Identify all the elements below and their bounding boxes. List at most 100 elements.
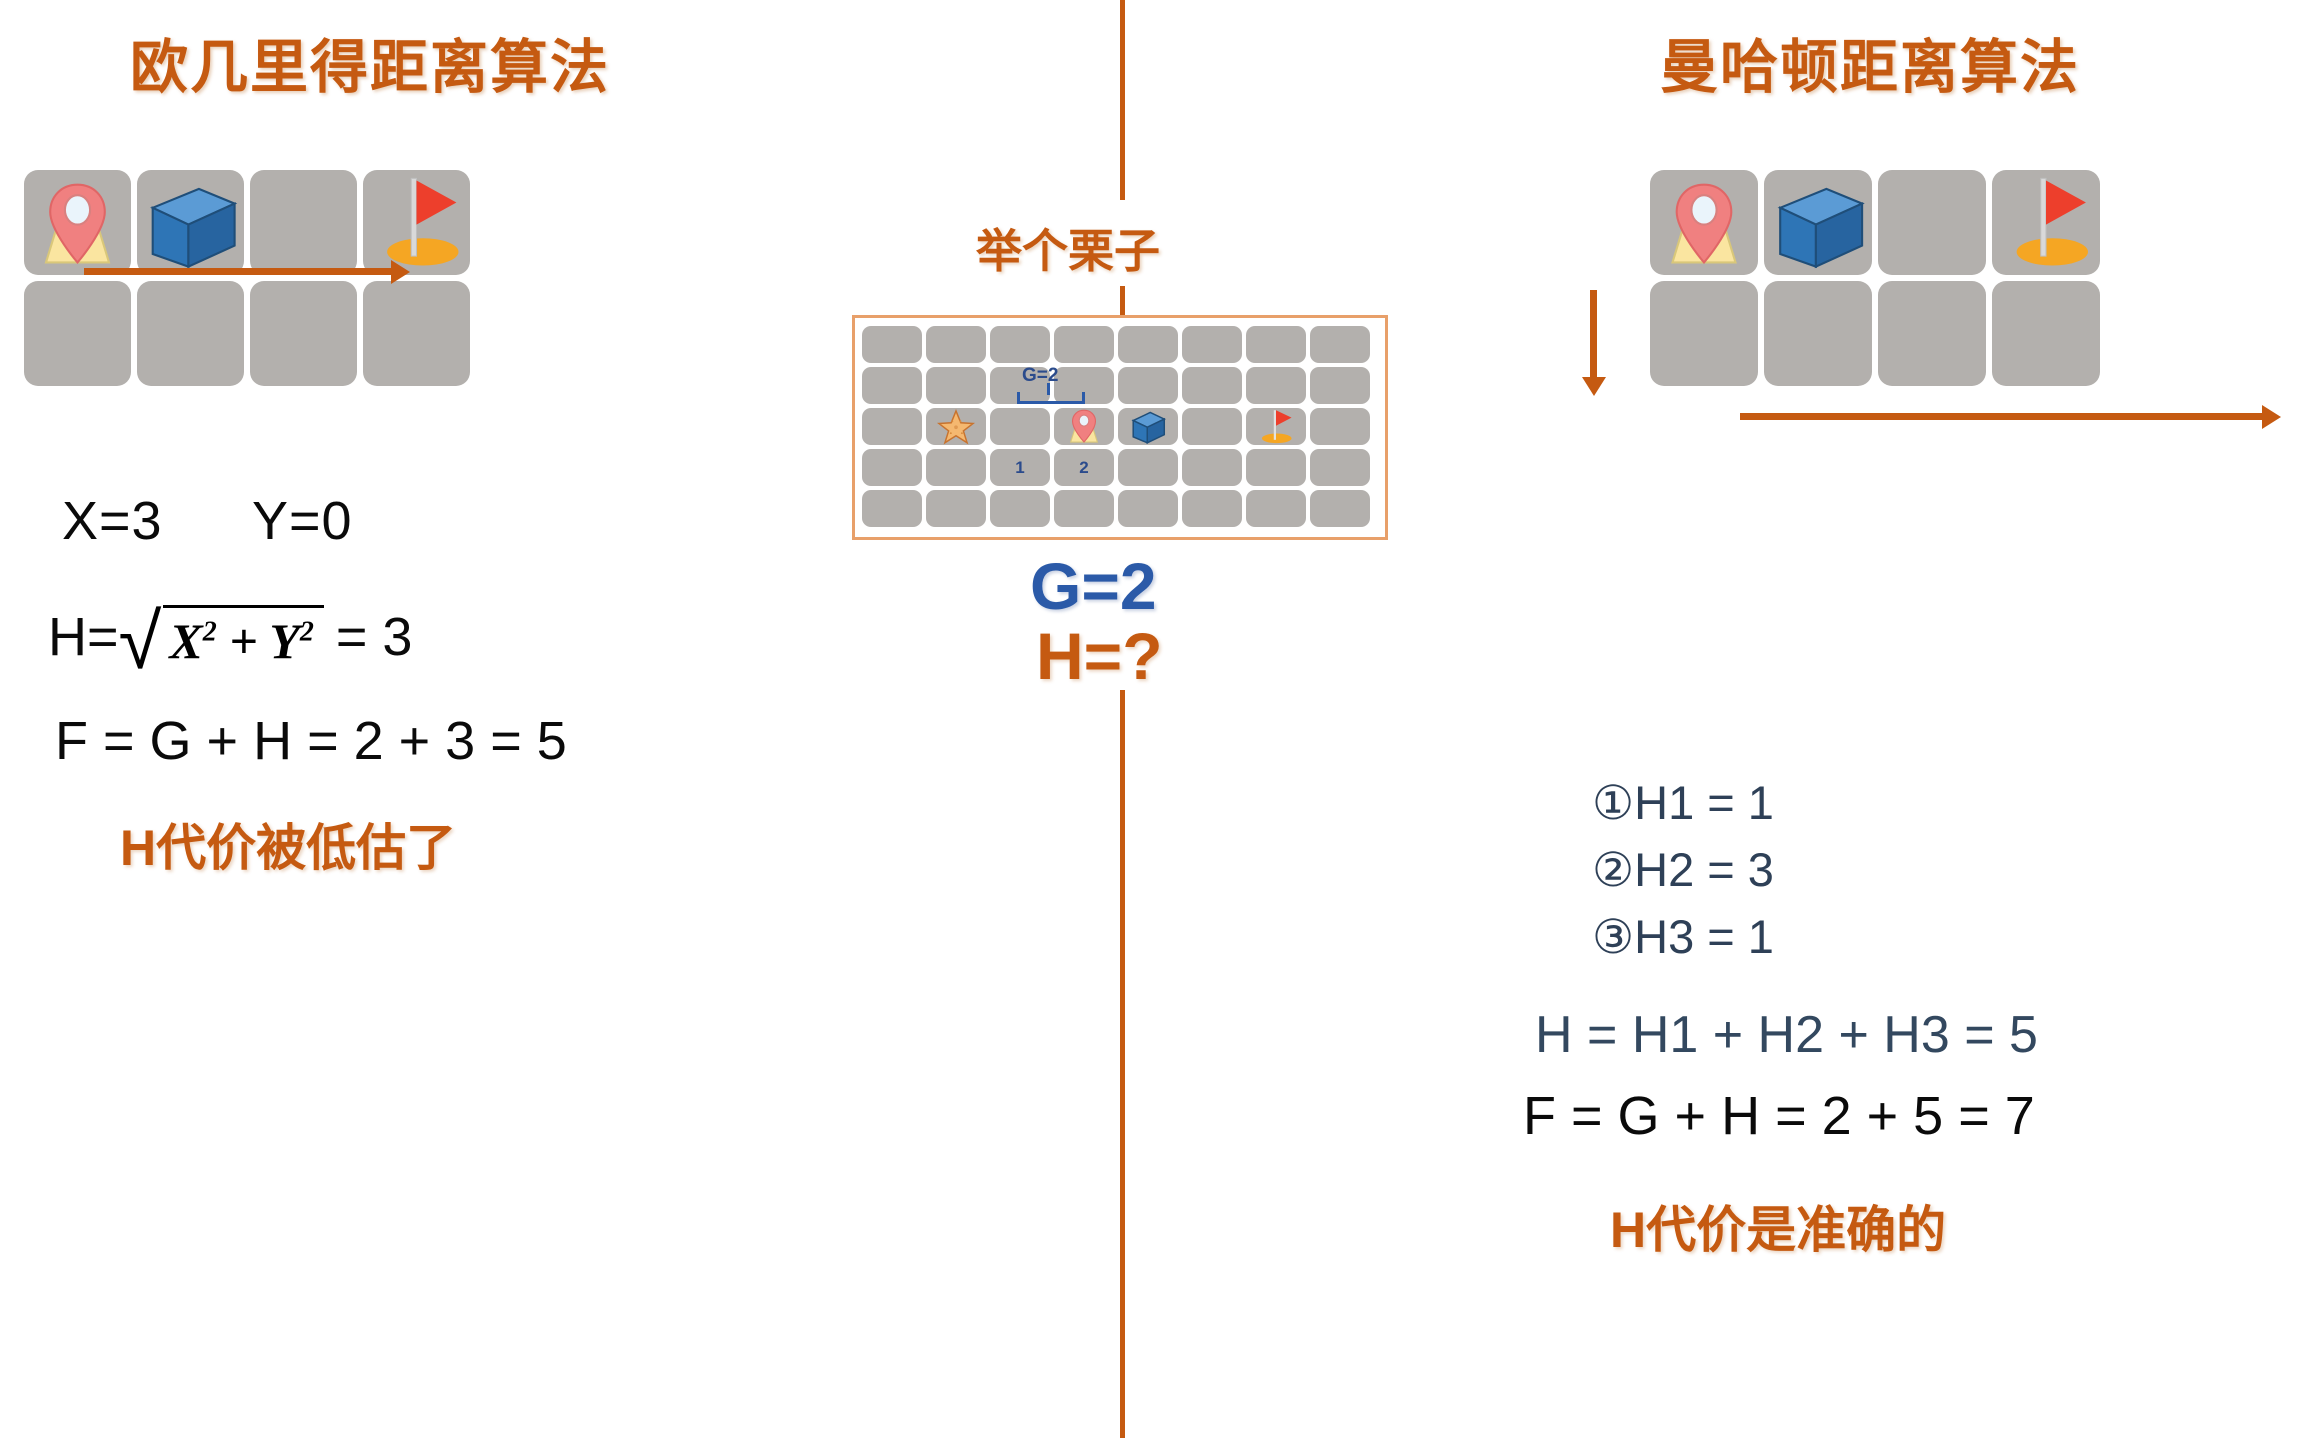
board-cell-3-2[interactable]: 1 (990, 449, 1050, 486)
right-conclusion: H代价是准确的 (1610, 1202, 1947, 1258)
goal-flag-icon (363, 170, 470, 275)
starfish-icon (926, 408, 986, 445)
board-cell-2-2[interactable] (990, 408, 1050, 445)
left-y-value: Y=0 (252, 491, 353, 551)
board-cell-2-3[interactable] (1054, 408, 1114, 445)
map-pin-icon (1650, 170, 1758, 275)
divider-bottom (1120, 690, 1125, 1438)
left-h-formula-lead: H= (48, 607, 119, 667)
left-cell-1-0[interactable] (24, 281, 131, 386)
board-row (862, 367, 1378, 404)
right-grid (1650, 170, 2100, 386)
board-cell-0-3[interactable] (1054, 326, 1114, 363)
right-h-step-3-text: H3 = 1 (1634, 910, 1774, 963)
board-cell-2-4[interactable] (1118, 408, 1178, 445)
board-cell-1-4[interactable] (1118, 367, 1178, 404)
board-cell-3-4[interactable] (1118, 449, 1178, 486)
left-h-formula-radicand: X2 + Y2 (163, 604, 324, 670)
brace-icon (1017, 392, 1085, 404)
right-cell-1-2[interactable] (1878, 281, 1986, 386)
left-h-formula-tail: = 3 (335, 607, 413, 667)
right-h-step-2-marker: ② (1592, 843, 1635, 896)
right-h-step-1-marker: ① (1592, 776, 1635, 829)
board-cell-1-1[interactable] (926, 367, 986, 404)
goal-flag-icon (1246, 408, 1306, 445)
board-cell-0-6[interactable] (1246, 326, 1306, 363)
board-cell-4-1[interactable] (926, 490, 986, 527)
board-cell-3-5[interactable] (1182, 449, 1242, 486)
board-cell-0-0[interactable] (862, 326, 922, 363)
board-cell-1-6[interactable] (1246, 367, 1306, 404)
board-cell-2-5[interactable] (1182, 408, 1242, 445)
board-cell-4-2[interactable] (990, 490, 1050, 527)
board-brace-label: G=2 (1022, 365, 1059, 386)
blue-cube-icon (1764, 170, 1872, 275)
board-cell-4-0[interactable] (862, 490, 922, 527)
board-row: 1 2 (862, 449, 1378, 486)
right-cell-0-3[interactable] (1992, 170, 2100, 275)
right-cell-0-2[interactable] (1878, 170, 1986, 275)
board-cell-0-5[interactable] (1182, 326, 1242, 363)
map-pin-icon (24, 170, 131, 275)
board-cell-4-7[interactable] (1310, 490, 1370, 527)
board-cell-4-6[interactable] (1246, 490, 1306, 527)
board-cell-3-3[interactable]: 2 (1054, 449, 1114, 486)
board-cell-4-5[interactable] (1182, 490, 1242, 527)
left-cell-1-2[interactable] (250, 281, 357, 386)
right-h-step-1-text: H1 = 1 (1634, 776, 1774, 829)
board-cell-2-7[interactable] (1310, 408, 1370, 445)
board-cell-0-7[interactable] (1310, 326, 1370, 363)
left-cell-0-0[interactable] (24, 170, 131, 275)
right-cell-0-0[interactable] (1650, 170, 1758, 275)
board-cell-0-1[interactable] (926, 326, 986, 363)
right-h-step-2: ②H2 = 3 (1592, 842, 1774, 898)
board-cell-3-7[interactable] (1310, 449, 1370, 486)
blue-cube-icon (1118, 408, 1178, 445)
board-cell-3-1[interactable] (926, 449, 986, 486)
center-label: 举个栗子 (976, 225, 1160, 277)
left-h-formula: H= √ X2 + Y2 = 3 (48, 598, 413, 680)
board-cell-0-4[interactable] (1118, 326, 1178, 363)
left-f-formula: F = G + H = 2 + 3 = 5 (55, 711, 567, 771)
left-horizontal-path-arrow (84, 268, 394, 275)
left-panel-title: 欧几里得距离算法 (130, 35, 611, 100)
right-cell-0-1[interactable] (1764, 170, 1872, 275)
left-cell-0-1[interactable] (137, 170, 244, 275)
right-cell-1-3[interactable] (1992, 281, 2100, 386)
board-cell-1-5[interactable] (1182, 367, 1242, 404)
board-row (862, 490, 1378, 527)
right-panel-title: 曼哈顿距离算法 (1660, 35, 2081, 100)
board-cell-1-2[interactable] (990, 367, 1050, 404)
board-step-number: 2 (1079, 457, 1089, 477)
board-cell-3-6[interactable] (1246, 449, 1306, 486)
right-vertical-path-arrow (1590, 290, 1597, 380)
board-row (862, 408, 1378, 445)
right-h-step-1: ①H1 = 1 (1592, 775, 1774, 831)
board-cell-4-4[interactable] (1118, 490, 1178, 527)
sqrt-icon: √ (118, 597, 162, 685)
left-conclusion: H代价被低估了 (120, 820, 457, 876)
board-cell-0-2[interactable] (990, 326, 1050, 363)
right-h-sum: H = H1 + H2 + H3 = 5 (1535, 1006, 2038, 1064)
left-cell-1-3[interactable] (363, 281, 470, 386)
left-cell-1-1[interactable] (137, 281, 244, 386)
center-h-value: H=? (1036, 619, 1163, 693)
divider-top (1120, 0, 1125, 200)
left-grid-row (24, 281, 470, 386)
board-cell-2-0[interactable] (862, 408, 922, 445)
right-h-step-3: ③H3 = 1 (1592, 909, 1774, 965)
board-cell-4-3[interactable] (1054, 490, 1114, 527)
center-g-value: G=2 (1030, 549, 1157, 623)
right-cell-1-0[interactable] (1650, 281, 1758, 386)
map-pin-icon (1054, 408, 1114, 445)
board-cell-2-6[interactable] (1246, 408, 1306, 445)
board-cell-1-7[interactable] (1310, 367, 1370, 404)
board-cell-3-0[interactable] (862, 449, 922, 486)
board-cell-1-0[interactable] (862, 367, 922, 404)
left-cell-0-2[interactable] (250, 170, 357, 275)
board-cell-2-1[interactable] (926, 408, 986, 445)
right-cell-1-1[interactable] (1764, 281, 1872, 386)
left-cell-0-3[interactable] (363, 170, 470, 275)
board-step-number: 1 (1015, 457, 1025, 477)
left-x-value: X=3 (62, 491, 163, 551)
